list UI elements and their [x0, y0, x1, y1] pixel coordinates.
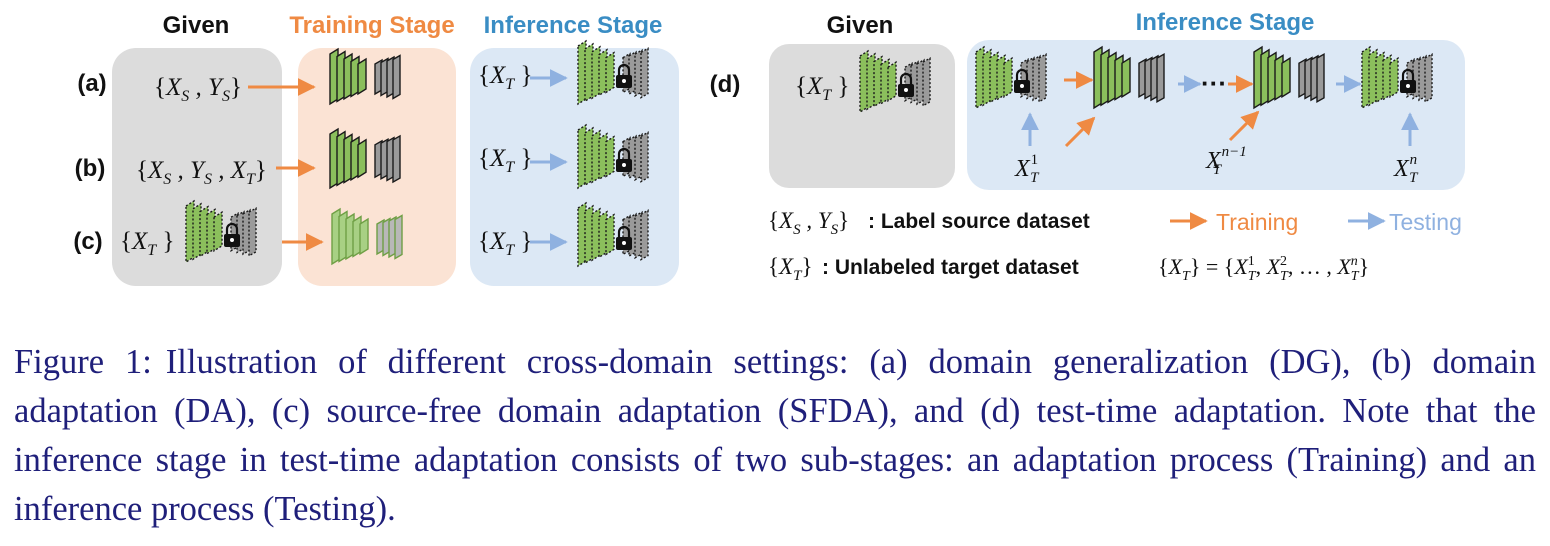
layer-block [873, 55, 883, 108]
given-source-target-b: {XS , YS , XT} [136, 157, 267, 188]
network-step-n [1361, 45, 1433, 110]
legend-training-label: Training [1216, 209, 1298, 235]
row-label-a: (a) [77, 70, 106, 97]
network-given-d [859, 49, 931, 114]
layer-block [584, 204, 594, 265]
layer-block [887, 60, 897, 103]
given-target-d: {XT } [795, 73, 849, 104]
layer-block [357, 138, 367, 179]
training-stage-header: Training Stage [289, 12, 454, 39]
layer-block [192, 202, 202, 261]
layer-block [1368, 48, 1378, 107]
network-inference-b [577, 123, 649, 190]
lock-icon [616, 225, 632, 250]
layer-block [591, 129, 601, 184]
inference-stage-header: Inference Stage [484, 12, 663, 39]
legend-labeled-symbol: {XS , YS} [768, 208, 849, 238]
legend-labeled-text: : Label source dataset [868, 210, 1090, 233]
layer-block [577, 39, 587, 106]
layer-block [605, 51, 615, 94]
layer-block [1038, 52, 1047, 104]
layer-block [1156, 52, 1165, 104]
layer-block [598, 48, 608, 97]
layer-block [1003, 56, 1013, 99]
inference-input-a: {XT } [478, 62, 532, 93]
lock-icon [616, 63, 632, 88]
layer-block [1389, 56, 1399, 99]
inference-stage-header-d: Inference Stage [1136, 9, 1315, 36]
layer-block [1121, 56, 1131, 99]
layer-block [584, 42, 594, 103]
layer-block [982, 48, 992, 107]
layer-block [577, 201, 587, 268]
caption-text: Illustration of different cross-domain s… [14, 343, 1536, 528]
lock-icon [898, 72, 914, 97]
layer-block [866, 52, 876, 111]
network-training-c [331, 207, 403, 266]
inference-input-c: {XT } [478, 228, 532, 259]
row-label-d: (d) [710, 71, 741, 98]
layer-block [640, 209, 649, 261]
row-label-c: (c) [73, 228, 102, 255]
legend-testing-label: Testing [1389, 209, 1462, 235]
layer-block [1281, 56, 1291, 99]
given-header: Given [163, 12, 230, 39]
network-inference-c [577, 201, 649, 268]
layer-block [577, 123, 587, 190]
network-training-b [329, 127, 401, 190]
network-step-n-1 [1253, 45, 1325, 110]
cross-domain-diagram: Given Training Stage Inference Stage (a)… [73, 9, 1465, 286]
layer-block [213, 210, 223, 253]
legend-unlabeled-symbol: {XT} [768, 254, 813, 284]
layer-block [392, 134, 401, 184]
d-input-train-arrow-n-1 [1228, 110, 1260, 142]
layer-block [392, 54, 401, 100]
layer-block [922, 56, 931, 108]
layer-block [248, 206, 257, 258]
network-given-c [185, 199, 257, 264]
d-input-train-arrow-1 [1064, 116, 1096, 148]
layer-block [605, 213, 615, 256]
layer-block [605, 135, 615, 178]
inference-input-b: {XT } [478, 145, 532, 176]
layer-block [640, 47, 649, 99]
given-source-labeled-a: {XS , YS} [154, 74, 242, 105]
layer-block [394, 214, 403, 260]
layer-block [1375, 51, 1385, 104]
lock-icon [1014, 68, 1030, 93]
layer-block [989, 51, 999, 104]
network-step-frozen [975, 45, 1047, 110]
d-ellipsis: ··· [1201, 68, 1227, 98]
network-inference-a [577, 39, 649, 106]
layer-block [598, 210, 608, 259]
layer-block [357, 57, 367, 96]
layer-block [199, 205, 209, 258]
lock-icon [1400, 68, 1416, 93]
legend: {XS , YS} : Label source dataset Trainin… [768, 208, 1462, 284]
layer-block [598, 132, 608, 181]
layer-block [1316, 52, 1325, 104]
row-label-b: (b) [75, 155, 106, 182]
lock-icon [616, 147, 632, 172]
layer-block [359, 217, 369, 256]
given-target-c: {XT } [120, 228, 174, 259]
network-step-1 [1093, 45, 1165, 110]
legend-unlabeled-text: : Unlabeled target dataset [822, 256, 1079, 279]
layer-block [1424, 52, 1433, 104]
figure-caption: Figure 1:Illustration of different cross… [14, 338, 1536, 534]
lock-icon [224, 222, 240, 247]
given-header-d: Given [827, 12, 894, 39]
layer-block [640, 131, 649, 183]
network-training-a [329, 47, 401, 106]
left-panels [112, 48, 679, 286]
layer-block [584, 126, 594, 187]
layer-block [591, 207, 601, 262]
layer-block [591, 45, 601, 100]
figure-label: Figure 1: [14, 343, 152, 381]
